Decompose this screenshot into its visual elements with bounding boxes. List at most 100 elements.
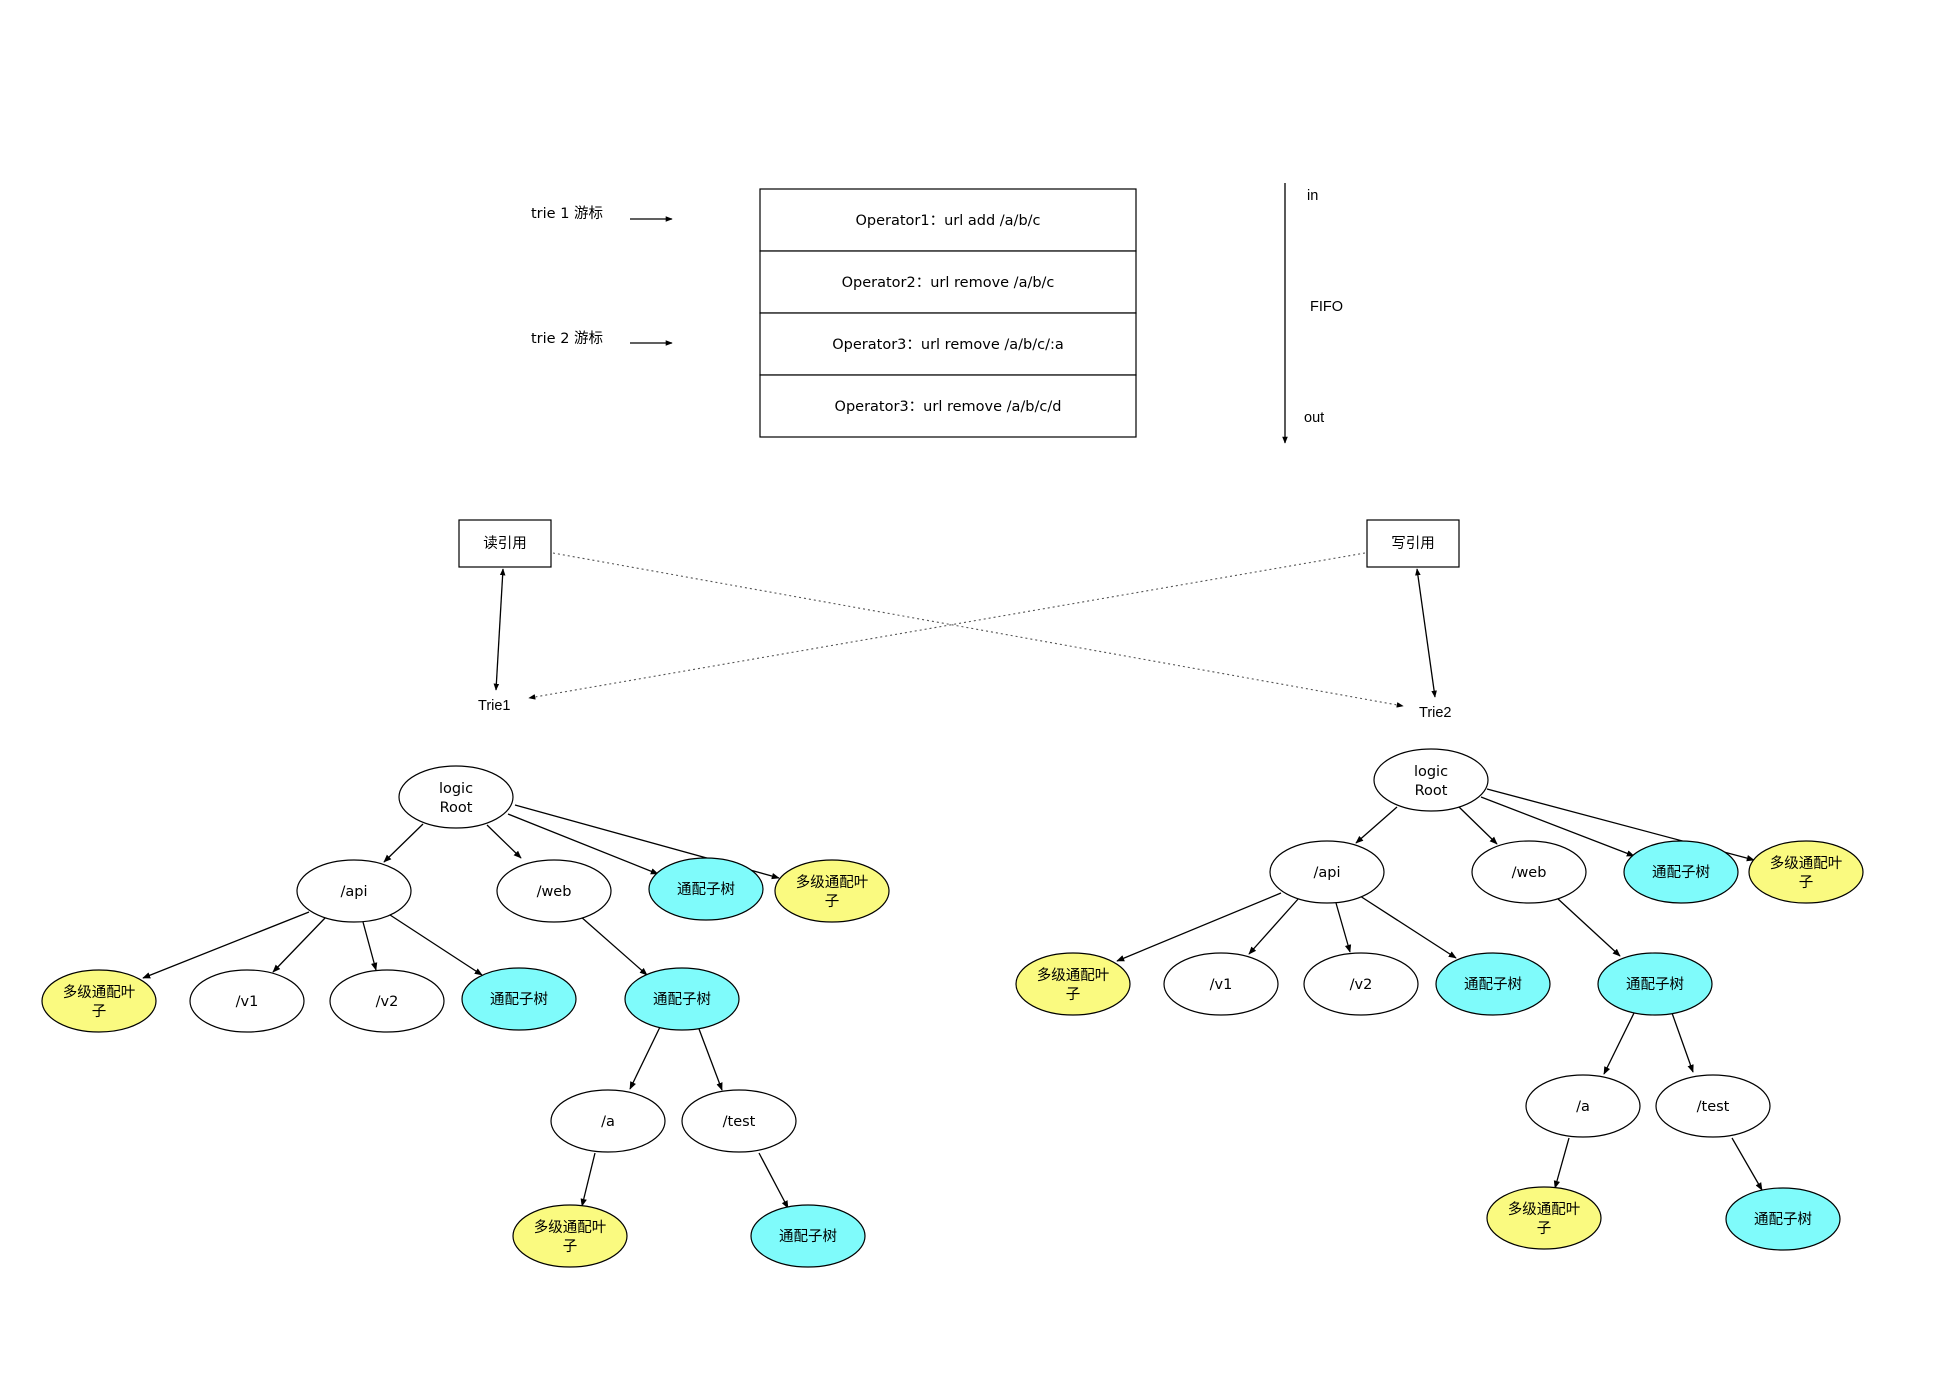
trie1-edge-web-webwild xyxy=(579,915,648,976)
write-reference: 写引用 xyxy=(1366,519,1460,568)
trie1-node-a: /a xyxy=(550,1089,666,1153)
trie1-node-v1-label: /v1 xyxy=(236,994,259,1010)
trie1-edge-api-apimulti xyxy=(142,911,310,979)
trie1-label: Trie1 xyxy=(478,698,511,714)
trie2-node-amulti-shape xyxy=(1486,1186,1602,1250)
read-reference-label: 读引用 xyxy=(483,535,527,552)
trie2-node-a-label: /a xyxy=(1576,1099,1590,1115)
trie2-edge-test-testwild xyxy=(1731,1137,1763,1191)
trie2-node-rootwild-label: 通配子树 xyxy=(1652,864,1710,881)
trie1-node-v2-label: /v2 xyxy=(376,994,399,1010)
trie1-node-api: /api xyxy=(296,859,412,923)
trie1-edge-a-amulti xyxy=(580,1152,596,1207)
trie2-node-webwild-shape xyxy=(1597,952,1713,1016)
trie1-node-testwild: 通配子树 xyxy=(750,1204,866,1268)
trie1-node-apimulti-label: 多级通配叶子 xyxy=(63,984,136,1020)
write-reference-label: 写引用 xyxy=(1391,535,1435,552)
trie2-node-api-shape xyxy=(1269,840,1385,904)
trie1-node-amulti: 多级通配叶子 xyxy=(512,1204,628,1268)
trie2-node-rootmulti: 多级通配叶子 xyxy=(1748,840,1864,904)
trie2-node-v2: /v2 xyxy=(1303,952,1419,1016)
read-reference-box xyxy=(458,519,552,568)
trie1-node-testwild-label: 通配子树 xyxy=(779,1228,837,1245)
trie2-node-rootwild-shape xyxy=(1623,840,1739,904)
trie2-node-testwild: 通配子树 xyxy=(1725,1187,1841,1251)
trie2-node-v1: /v1 xyxy=(1163,952,1279,1016)
trie2-node-webwild-label: 通配子树 xyxy=(1626,976,1684,993)
trie2-node-root-shape xyxy=(1373,748,1489,812)
queue-cell-4 xyxy=(759,374,1137,438)
queue-op-4: Operator3：url remove /a/b/c/d xyxy=(835,399,1062,415)
trie1-node-v2: /v2 xyxy=(329,969,445,1033)
trie1-node-root-shape xyxy=(398,765,514,829)
trie2-node-testwild-shape xyxy=(1725,1187,1841,1251)
trie1-node-rootmulti-label: 多级通配叶子 xyxy=(796,874,869,910)
cursor-trie2-label: trie 2 游标 xyxy=(531,330,603,347)
trie1-edge-root-web xyxy=(486,824,522,859)
trie1-node-amulti-label: 多级通配叶子 xyxy=(534,1219,607,1255)
trie1-node-v1: /v1 xyxy=(189,969,305,1033)
trie1-node-a-label: /a xyxy=(601,1114,615,1130)
cursor-trie1-label: trie 1 游标 xyxy=(531,205,603,222)
trie2-node-apiwild-label: 通配子树 xyxy=(1464,976,1522,993)
write-reference-box xyxy=(1366,519,1460,568)
read-ref-to-trie1-link xyxy=(493,568,506,691)
read-reference: 读引用 xyxy=(458,519,552,568)
trie2-node-webwild: 通配子树 xyxy=(1597,952,1713,1016)
trie1-edge-api-v1 xyxy=(272,916,327,973)
trie2-node-v1-shape xyxy=(1163,952,1279,1016)
trie1-edge-api-apiwild xyxy=(386,912,483,976)
trie1-node-amulti-shape xyxy=(512,1204,628,1268)
trie2-node-rootmulti-label: 多级通配叶子 xyxy=(1770,855,1843,891)
trie2-edge-root-api xyxy=(1355,806,1398,844)
read-ref-to-trie2-dotted-link xyxy=(552,552,1404,708)
trie2-node-web-label: /web xyxy=(1512,865,1547,881)
queue-cell-1 xyxy=(759,188,1137,252)
trie2-node-test-shape xyxy=(1655,1074,1771,1138)
operation-queue: Operator1：url add /a/b/c Operator2：url r… xyxy=(759,188,1137,438)
trie2-node-apimulti: 多级通配叶子 xyxy=(1015,952,1131,1016)
trie1-edge-root-rootwild xyxy=(507,813,659,875)
trie2-edge-api-apiwild xyxy=(1359,895,1457,959)
trie1-node-rootmulti-shape xyxy=(774,859,890,923)
trie2-edge-webwild-a xyxy=(1603,1010,1636,1075)
trie2-node-apimulti-shape xyxy=(1015,952,1131,1016)
trie2-node-amulti: 多级通配叶子 xyxy=(1486,1186,1602,1250)
trie1-node-apiwild-label: 通配子树 xyxy=(490,991,548,1008)
trie2-edge-api-v2 xyxy=(1335,902,1352,953)
trie1-edge-test-testwild xyxy=(758,1152,789,1209)
trie1-node-test-label: /test xyxy=(723,1114,756,1130)
cursor-trie2: trie 2 游标 xyxy=(531,330,673,347)
trie2-node-rootwild: 通配子树 xyxy=(1623,840,1739,904)
trie1-edge-root-api xyxy=(383,823,424,863)
trie2-node-rootmulti-shape xyxy=(1748,840,1864,904)
write-ref-to-trie2-link xyxy=(1415,568,1437,698)
trie1-node-api-label: /api xyxy=(340,884,367,900)
trie2-node-amulti-label: 多级通配叶子 xyxy=(1508,1201,1581,1237)
trie1-node-web: /web xyxy=(496,859,612,923)
cursor-trie1: trie 1 游标 xyxy=(531,205,673,222)
trie2-node-apimulti-label: 多级通配叶子 xyxy=(1037,967,1110,1003)
trie2-node-web-shape xyxy=(1471,840,1587,904)
fifo-out-label: out xyxy=(1304,410,1324,426)
trie1-edge-webwild-test xyxy=(698,1028,723,1091)
trie1-node-webwild-label: 通配子树 xyxy=(653,991,711,1008)
trie2-node-testwild-label: 通配子树 xyxy=(1754,1211,1812,1228)
trie2-edge-root-web xyxy=(1458,806,1498,845)
trie2-node-apiwild-shape xyxy=(1435,952,1551,1016)
trie1-node-apimulti-shape xyxy=(41,969,157,1033)
trie2-node-a: /a xyxy=(1525,1074,1641,1138)
trie1-node-api-shape xyxy=(296,859,412,923)
trie2-node-api: /api xyxy=(1269,840,1385,904)
trie2-node-api-label: /api xyxy=(1313,865,1340,881)
queue-op-2: Operator2：url remove /a/b/c xyxy=(842,275,1055,291)
trie1-node-rootwild: 通配子树 xyxy=(648,857,764,921)
trie1-node-v2-shape xyxy=(329,969,445,1033)
trie1-node-test-shape xyxy=(681,1089,797,1153)
trie1-node-web-label: /web xyxy=(537,884,572,900)
